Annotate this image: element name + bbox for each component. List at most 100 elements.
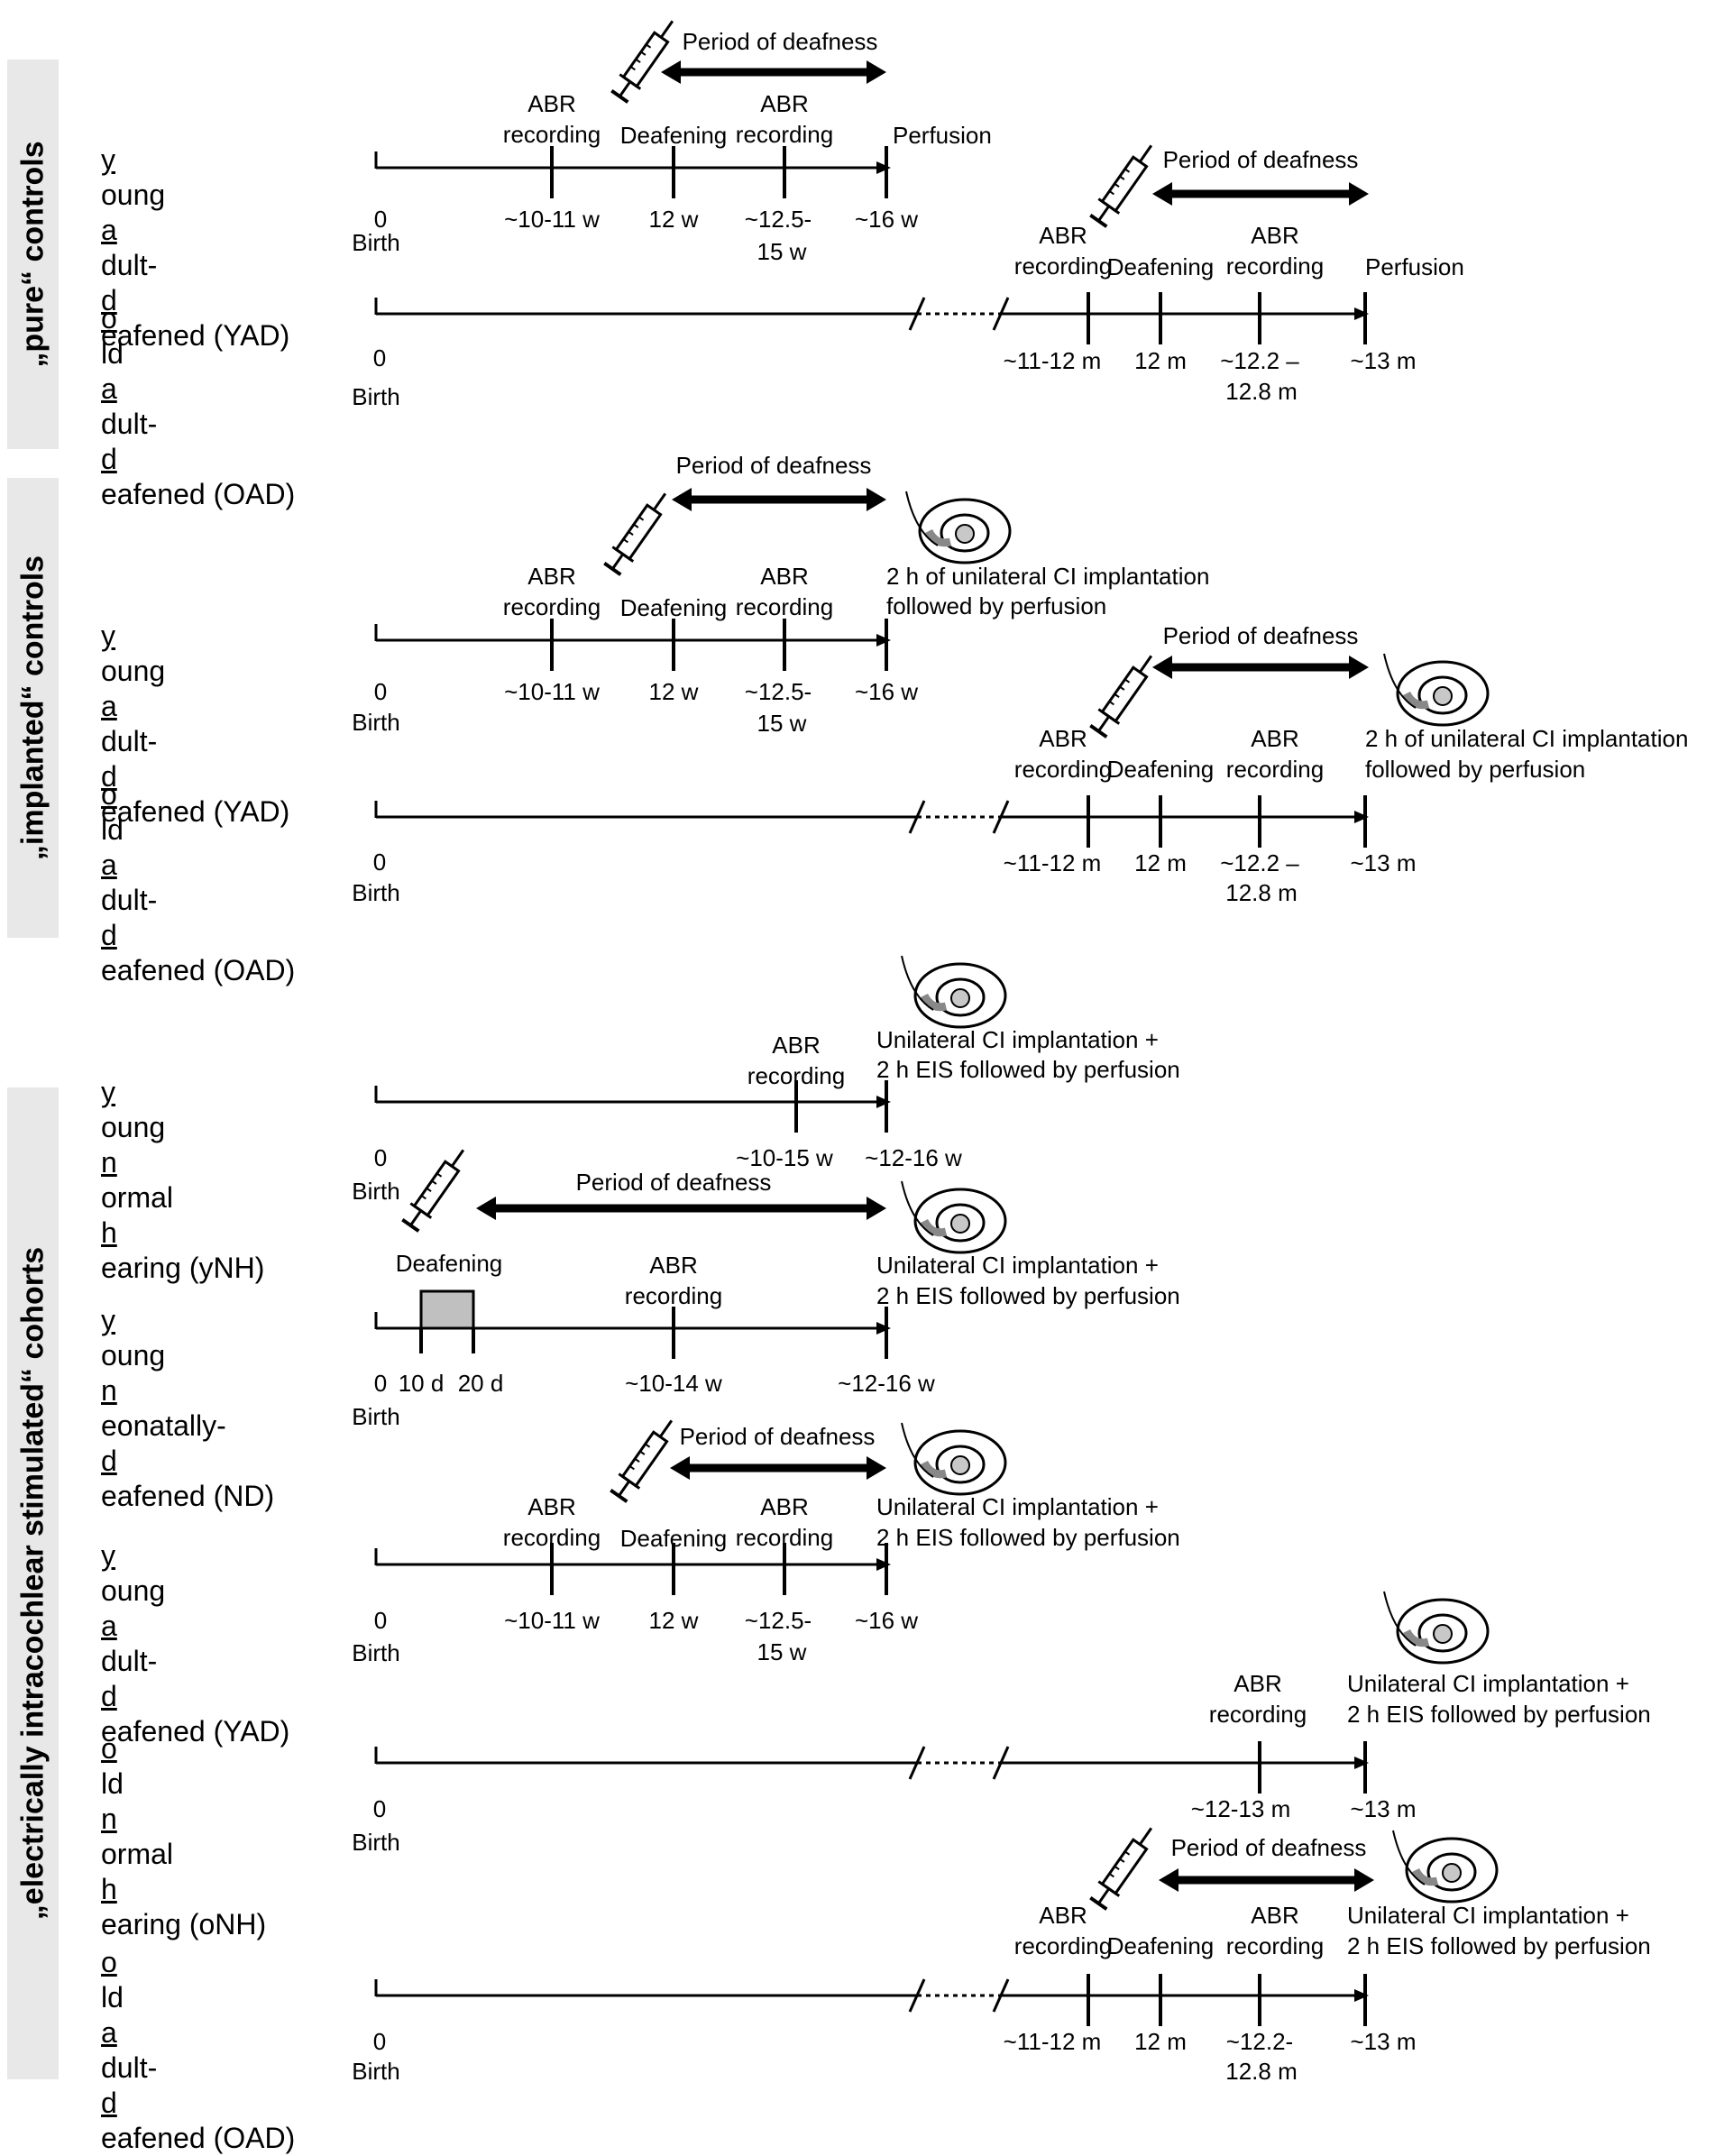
eis-ynh-eis-line2: 2 h EIS followed by perfusion [876, 1056, 1180, 1083]
pure-yad-deafness-arrow-head-left [661, 60, 681, 84]
impl-yad-recording: recording [503, 593, 601, 620]
eis-yad-t3: 15 w [757, 1638, 807, 1665]
impl-yad-t3: 15 w [757, 710, 807, 737]
eis-onh-t0: ~12-13 m [1191, 1795, 1291, 1822]
impl-yad-period-label: Period of deafness [676, 452, 872, 479]
pure-yad-axis-arrow [876, 161, 891, 174]
impl-yad-abr: ABR [527, 563, 575, 590]
eis-yad-eis-line2: 2 h EIS followed by perfusion [876, 1524, 1180, 1551]
eis-nd-birth: Birth [352, 1403, 399, 1430]
eis-oad-axis-arrow [1354, 1989, 1369, 2002]
impl-yad-t0: ~10-11 w [504, 678, 600, 705]
pure-yad-t2: ~12.5- [745, 206, 812, 233]
pure-yad-deafening-label: Deafening [620, 122, 728, 149]
pure-yad-syringe-icon [610, 20, 674, 104]
impl-yad-t4: ~16 w [855, 678, 918, 705]
eis-nd-t0: 10 d [399, 1370, 445, 1397]
pure-yad-2-recording: recording [736, 121, 833, 148]
impl-oad-t0: ~11-12 m [1004, 849, 1102, 876]
pure-oad-axis-break-1 [908, 297, 926, 331]
eis-nd-syringe-icon [401, 1149, 465, 1233]
impl-oad-deafness-arrow-head-right [1349, 656, 1369, 679]
pure-oad-birth: Birth [352, 383, 399, 410]
eis-nd-zero: 0 [374, 1370, 387, 1397]
impl-oad-axis-arrow [1354, 811, 1369, 823]
eis-yad-zero: 0 [374, 1607, 387, 1634]
pure-yad-t1: 12 w [649, 206, 699, 233]
impl-yad-cochlea-icon [905, 491, 1012, 564]
eis-oad-birth: Birth [352, 2058, 399, 2084]
impl-yad-t1: 12 w [649, 678, 699, 705]
impl-oad-2-recording: recording [1226, 756, 1324, 783]
eis-oad-deafening-label: Deafening [1107, 1932, 1215, 1959]
eis-yad-deafening-label: Deafening [620, 1525, 728, 1552]
impl-oad-axis-break-2 [992, 800, 1010, 834]
eis-oad-abr: ABR [1039, 1902, 1087, 1929]
pure-yad-birth: Birth [352, 229, 399, 256]
timeline-figure: „pure“ controls „implanted“ controls „el… [7, 20, 1688, 2154]
eis-yad-eis-line1: Unilateral CI implantation + [876, 1493, 1159, 1520]
impl-oad-t2: ~12.2 – [1220, 849, 1299, 876]
eis-yad-birth: Birth [352, 1639, 399, 1666]
impl-oad-t1: 12 m [1134, 849, 1187, 876]
pure-yad-deafness-arrow-head-right [867, 60, 886, 84]
pure-oad-deafening-label: Deafening [1107, 253, 1215, 280]
impl-oad-recording: recording [1014, 756, 1112, 783]
eis-oad-t2: ~12.2- [1226, 2028, 1293, 2055]
impl-oad-abr: ABR [1039, 725, 1087, 752]
eis-yad-abr: ABR [527, 1493, 575, 1520]
eis-yad-period-label: Period of deafness [680, 1423, 876, 1450]
impl-oad-deafening-label: Deafening [1107, 756, 1215, 783]
eis-nd-eis-line1: Unilateral CI implantation + [876, 1252, 1159, 1279]
eis-oad-t0: ~11-12 m [1004, 2028, 1102, 2055]
eis-onh-axis-arrow [1354, 1757, 1369, 1769]
eis-nd-eis-line2: 2 h EIS followed by perfusion [876, 1282, 1180, 1309]
impl-yad-deafness-arrow-head-right [867, 488, 886, 511]
pure-oad-2-recording: recording [1226, 252, 1324, 280]
pure-oad-recording: recording [1014, 252, 1112, 280]
eis-ynh-birth: Birth [352, 1178, 399, 1205]
eis-ynh-eis-line1: Unilateral CI implantation + [876, 1026, 1159, 1053]
eis-ynh-recording: recording [747, 1062, 845, 1089]
eis-ynh-zero: 0 [374, 1144, 387, 1171]
pure-yad-abr: ABR [527, 90, 575, 117]
eis-ynh-t1: ~12-16 w [865, 1144, 962, 1171]
eis-yad-t0: ~10-11 w [504, 1607, 600, 1634]
eis-yad-deafness-arrow-head-left [670, 1456, 690, 1480]
eis-onh-zero: 0 [373, 1795, 386, 1822]
impl-yad-impl-line2: followed by perfusion [886, 592, 1106, 619]
eis-nd-t1: 20 d [458, 1370, 504, 1397]
impl-yad-axis-arrow [876, 634, 891, 647]
pure-yad-zero: 0 [374, 206, 387, 233]
pure-oad-t4: ~13 m [1351, 347, 1417, 374]
eis-yad-axis-arrow [876, 1558, 891, 1571]
impl-oad-t3: 12.8 m [1225, 879, 1298, 906]
pure-yad-t0: ~10-11 w [504, 206, 600, 233]
pure-yad-t3: 15 w [757, 238, 807, 265]
impl-oad-2-abr: ABR [1251, 725, 1298, 752]
impl-yad-impl-line1: 2 h of unilateral CI implantation [886, 563, 1209, 590]
impl-yad-syringe-icon [603, 492, 667, 576]
eis-yad-t2: ~12.5- [745, 1607, 812, 1634]
eis-nd-cochlea-icon [901, 1180, 1007, 1254]
eis-oad-2-recording: recording [1226, 1932, 1324, 1959]
pure-oad-axis-arrow [1354, 307, 1369, 320]
pure-oad-t1: 12 m [1134, 347, 1187, 374]
pure-oad-deafness-arrow-head-left [1152, 182, 1172, 206]
eis-oad-deafness-arrow-head-left [1159, 1868, 1178, 1892]
eis-oad-2-abr: ABR [1251, 1902, 1298, 1929]
eis-ynh-axis-arrow [876, 1096, 891, 1108]
pure-yad-t4: ~16 w [855, 206, 918, 233]
eis-oad-deafness-arrow-head-right [1354, 1868, 1374, 1892]
eis-onh-birth: Birth [352, 1829, 399, 1856]
impl-yad-deafening-label: Deafening [620, 594, 728, 621]
pure-oad-abr: ABR [1039, 222, 1087, 249]
section-band-implanted: „implanted“ controls [7, 478, 59, 938]
section-band-eis: „electrically intracochlear stimulated“ … [7, 1087, 59, 2079]
impl-oad-cochlea-icon [1383, 653, 1490, 727]
pure-oad-syringe-icon [1089, 144, 1153, 228]
eis-nd-deafening-box [419, 1289, 475, 1330]
